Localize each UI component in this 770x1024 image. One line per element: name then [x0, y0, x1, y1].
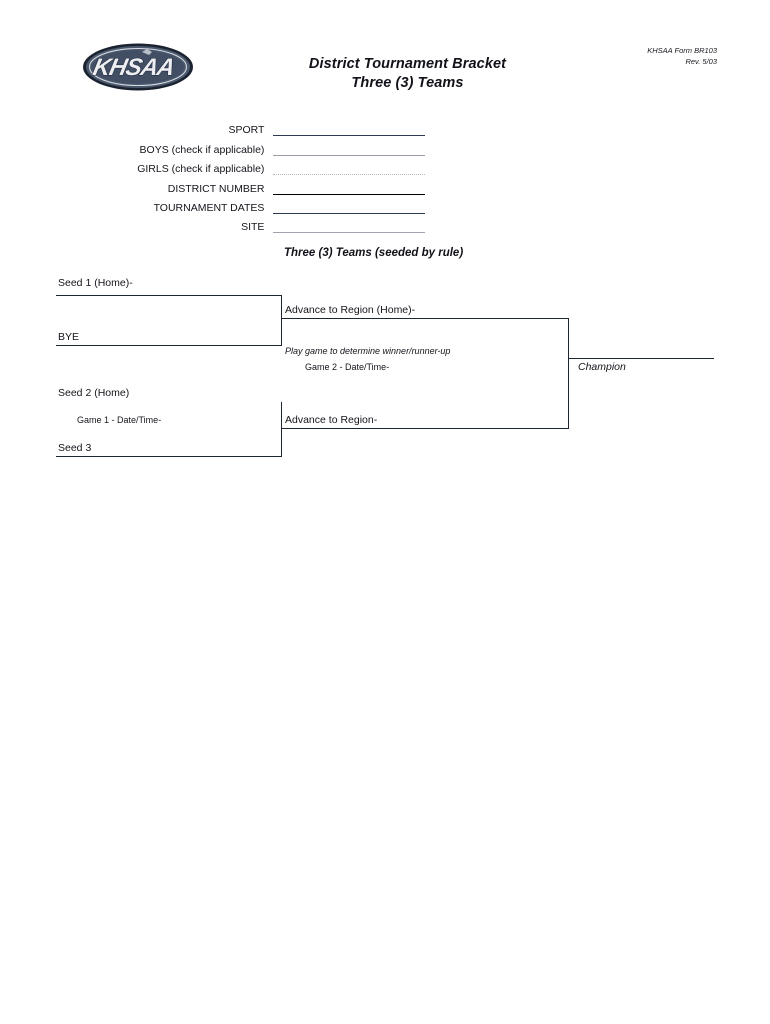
form-meta: KHSAA Form BR103 Rev. 5/03 [647, 45, 717, 67]
form-revision: Rev. 5/03 [685, 57, 717, 66]
bracket-line-champion [568, 358, 714, 359]
bracket-game1-label[interactable]: Game 1 - Date/Time- [77, 415, 162, 425]
bracket-line-seed3 [56, 456, 282, 457]
form-fields: SPORT BOYS (check if applicable) GIRLS (… [60, 120, 425, 236]
field-label-tournament-dates: TOURNAMENT DATES [153, 201, 265, 214]
bracket-connector-upper [281, 295, 282, 346]
svg-text:KHSAA: KHSAA [91, 54, 177, 81]
field-row-tournament-dates: TOURNAMENT DATES [60, 198, 425, 217]
bracket-slot-advance[interactable]: Advance to Region- [285, 414, 378, 426]
bracket-line-seed1 [56, 295, 282, 296]
bracket-slot-seed2[interactable]: Seed 2 (Home) [58, 387, 130, 399]
bracket-play-game-note: Play game to determine winner/runner-up [285, 346, 451, 356]
bracket-slot-champion[interactable]: Champion [578, 361, 626, 373]
bracket-connector-final [568, 318, 569, 429]
form-number: KHSAA Form BR103 [647, 46, 717, 55]
page-title: District Tournament Bracket Three (3) Te… [215, 55, 600, 93]
field-row-boys: BOYS (check if applicable) [60, 139, 425, 158]
bracket-slot-bye[interactable]: BYE [58, 331, 80, 343]
field-input-sport[interactable] [273, 135, 425, 137]
bracket-subtitle: Three (3) Teams (seeded by rule) [284, 247, 464, 259]
field-row-site: SITE [60, 217, 425, 236]
field-row-district-number: DISTRICT NUMBER [60, 178, 425, 197]
field-input-site[interactable] [273, 232, 425, 234]
field-input-district-number[interactable] [273, 193, 425, 195]
field-input-girls[interactable] [273, 174, 425, 176]
field-label-district-number: DISTRICT NUMBER [167, 182, 265, 195]
field-input-boys[interactable] [273, 154, 425, 156]
field-row-sport: SPORT [60, 120, 425, 139]
khsaa-logo: KHSAA [82, 42, 194, 92]
bracket-line-bye [56, 345, 282, 346]
field-label-girls: GIRLS (check if applicable) [137, 163, 265, 176]
field-label-site: SITE [241, 221, 265, 234]
bracket-slot-seed3[interactable]: Seed 3 [58, 442, 92, 454]
bracket-line-advance [281, 428, 569, 429]
bracket-game2-label[interactable]: Game 2 - Date/Time- [305, 362, 390, 372]
field-input-tournament-dates[interactable] [273, 212, 425, 214]
bracket-slot-advance-home[interactable]: Advance to Region (Home)- [285, 304, 416, 316]
bracket-connector-lower [281, 402, 282, 457]
page-title-line1: District Tournament Bracket [308, 56, 507, 72]
field-label-boys: BOYS (check if applicable) [139, 143, 265, 156]
field-row-girls: GIRLS (check if applicable) [60, 159, 425, 178]
bracket-slot-seed1[interactable]: Seed 1 (Home)- [58, 277, 133, 289]
page-title-line2: Three (3) Teams [351, 75, 464, 91]
field-label-sport: SPORT [228, 124, 265, 137]
bracket-line-advance-home [281, 318, 569, 319]
